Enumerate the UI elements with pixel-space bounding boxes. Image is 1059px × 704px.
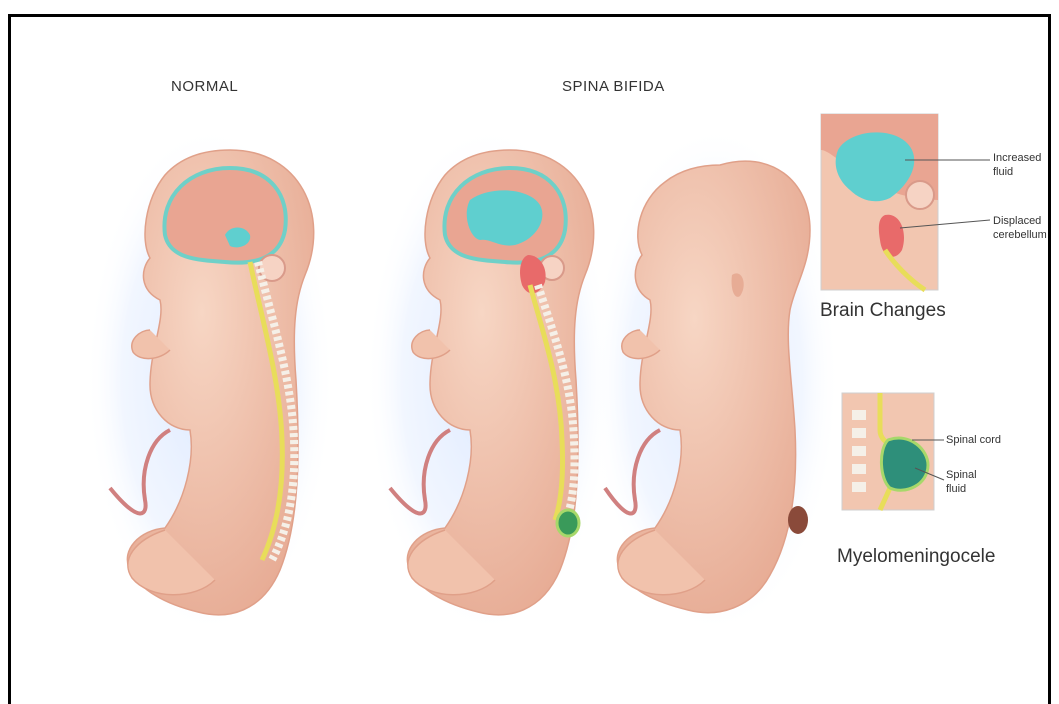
myelomeningocele-inset [842, 393, 944, 510]
fetus-normal-brain [164, 168, 285, 263]
callout-spinal-fluid: Spinal fluid [946, 468, 986, 496]
callout-displaced-cerebellum: Displaced cerebellum [993, 214, 1049, 242]
fetus-spina-bifida-cutaway [365, 125, 615, 635]
fetus-normal [85, 125, 335, 635]
caption-myelomeningocele: Myelomeningocele [837, 546, 995, 568]
callout-spinal-cord: Spinal cord [946, 433, 1016, 447]
inset-cerebellum [906, 181, 934, 209]
callout-increased-fluid: Increased fluid [993, 151, 1045, 179]
fetus-ext-sac [788, 506, 808, 534]
caption-brain-changes: Brain Changes [820, 300, 946, 322]
fetus-sb-myelomeningocele [557, 510, 579, 536]
brain-changes-inset [821, 114, 990, 290]
fetus-spina-bifida-exterior [590, 125, 840, 635]
